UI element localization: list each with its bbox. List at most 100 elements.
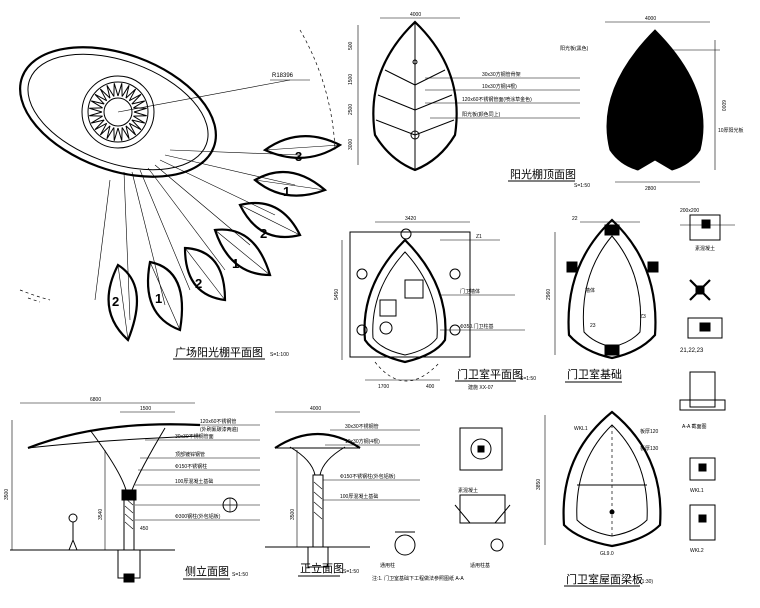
sun-ray [131,115,146,124]
foundation-title: 门卫室基础 [567,367,622,381]
svg-text:3850: 3850 [536,479,542,490]
sun-ring-mid [87,81,149,143]
radius-leader [117,79,291,113]
svg-text:阳光板(黑色): 阳光板(黑色) [560,45,589,52]
guard-room-foundation: 22 墙体 23 Z3 2960 门卫室基础 [546,216,659,383]
side-elev-title: 侧立面图 [185,564,229,578]
sun-ray [89,107,103,113]
sun-center [103,97,133,127]
sun-ray [117,127,123,141]
leaf-2: 1 [253,170,328,199]
svg-text:素混凝土: 素混凝土 [695,245,715,252]
svg-text:Ф150不锈钢柱: Ф150不锈钢柱 [175,463,207,470]
sun-ray [106,125,115,140]
svg-text:10厚阳光板: 10厚阳光板 [718,127,744,134]
svg-text:Ф150不锈钢柱(外包铝板): Ф150不锈钢柱(外包铝板) [340,473,396,480]
leaf-7: 2 [107,263,139,342]
guard-roof-beam: 3850 WKL1 板厚120 板厚130 GL9.0 门卫室屋面梁板 (1:3… [536,410,662,587]
svg-text:120x60不锈钢管: 120x60不锈钢管 [200,418,236,425]
roof-beam-outline [562,410,662,548]
sun-ray [125,88,137,101]
sun-ray [90,115,105,124]
svg-text:通用柱: 通用柱 [380,562,395,569]
leaf-6: 1 [146,260,184,332]
svg-text:S=1:50: S=1:50 [520,376,536,382]
guard-room-walls [363,238,447,364]
svg-text:S=1:50: S=1:50 [343,569,359,575]
side-elevation: 6800 1500 3500 3540 450 120x60不锈钢 [4,397,260,583]
canopy-filled-shape [606,29,704,171]
svg-text:450: 450 [140,526,149,532]
canopy-top-view-filled: 4000 6000 2800 阳光板(黑色) 10厚阳光板 [560,16,744,192]
svg-text:5450: 5450 [334,289,340,300]
leaf-4: 1 [213,228,272,277]
sun-ray [121,84,130,99]
svg-text:2500: 2500 [348,104,354,115]
svg-text:4000: 4000 [310,406,321,412]
svg-text:2800: 2800 [645,186,656,192]
svg-text:素混凝土: 素混凝土 [458,487,478,494]
main-canopy-outer [19,46,217,178]
sun-ray [106,84,115,99]
svg-text:3420: 3420 [405,216,416,222]
svg-text:WKL1: WKL1 [690,488,704,494]
svg-text:400: 400 [426,384,435,390]
canopy-top-view-outline: 4000 500 1500 2500 3000 30x30方钢管骨架 10x30… [348,12,590,189]
sun-ray [90,100,105,109]
svg-text:3000: 3000 [348,139,354,150]
svg-text:120x60不锈钢管面(喷涂草金色): 120x60不锈钢管面(喷涂草金色) [462,96,532,103]
svg-text:Ф350.门卫柱基: Ф350.门卫柱基 [460,323,494,330]
plaza-canopy-plan: R18396 3 1 2 [19,29,343,360]
detail-column-right: 200x200 素混凝土 21,22,23 A-A 截面图 WKL1 WKL2 [679,208,735,554]
canopy-top-title: 阳光棚顶面图 [510,167,576,181]
svg-text:门卫墙体: 门卫墙体 [460,288,480,295]
sunburst-pattern [89,83,147,141]
svg-text:板厚120: 板厚120 [640,428,659,435]
svg-text:1700: 1700 [378,384,389,390]
leaf-number: 1 [283,184,290,199]
sun-ray [113,127,119,141]
svg-text:Z1: Z1 [476,234,482,240]
svg-text:4000: 4000 [410,12,421,18]
svg-text:2960: 2960 [546,289,552,300]
svg-text:23: 23 [590,323,596,329]
sun-ray [89,111,103,117]
svg-text:顶部镀锌钢管: 顶部镀锌钢管 [175,451,205,458]
radius-label: R18396 [272,73,294,79]
sun-ray [99,123,111,136]
svg-text:适用柱基: 适用柱基 [470,562,490,569]
svg-text:S=1:50: S=1:50 [232,572,248,578]
leaf-number: 1 [155,291,162,306]
guard-plan-title: 门卫室平面图 [457,367,523,381]
svg-text:3500: 3500 [290,509,296,520]
svg-text:3500: 3500 [4,489,10,500]
svg-text:6800: 6800 [90,397,101,403]
svg-text:1500: 1500 [140,406,151,412]
svg-text:22: 22 [572,216,578,222]
svg-text:200x200: 200x200 [680,208,699,214]
foundation-outline [567,218,657,360]
svg-text:S=1:50: S=1:50 [574,183,590,189]
svg-text:Z3: Z3 [640,314,646,320]
svg-text:板厚130: 板厚130 [640,445,659,452]
svg-text:建施 XX-07: 建施 XX-07 [468,384,494,391]
plaza-plan-title: 广场阳光棚平面图 [175,345,263,359]
sun-ray [129,119,142,131]
sun-ray [129,93,142,105]
svg-text:(外刷氟碳漆两遍): (外刷氟碳漆两遍) [200,426,239,433]
detail-cross [689,279,711,301]
svg-text:3540: 3540 [98,509,104,520]
svg-text:(1:30): (1:30) [640,579,653,585]
svg-text:30x30不锈钢管面: 30x30不锈钢管面 [175,433,214,440]
sun-ray [117,83,123,97]
svg-text:100厚混凝土基础: 100厚混凝土基础 [340,493,378,500]
sun-ray [113,83,119,97]
leaf-3: 2 [238,201,302,241]
svg-text:4000: 4000 [645,16,656,22]
front-canopy [274,432,361,449]
svg-text:1500: 1500 [348,74,354,85]
svg-text:GL9.0: GL9.0 [600,551,614,557]
svg-text:S=1:100: S=1:100 [270,352,289,358]
